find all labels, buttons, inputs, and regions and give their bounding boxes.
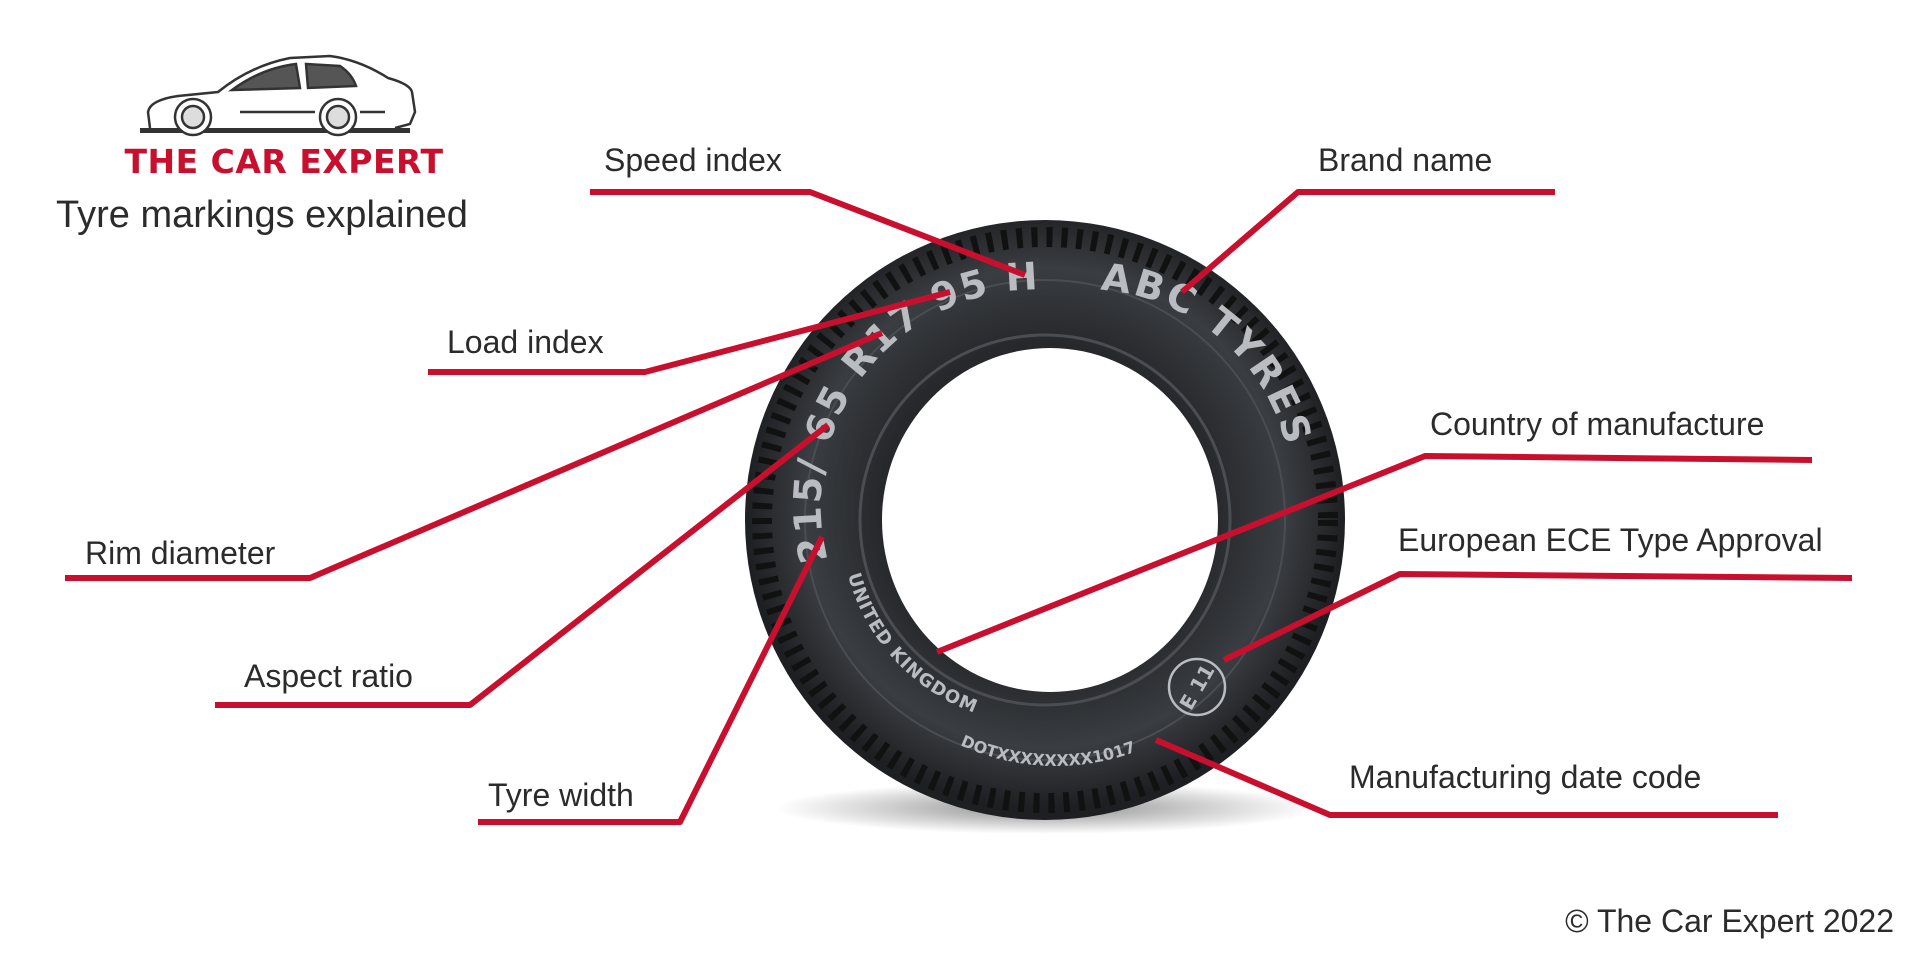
label-rim-diameter: Rim diameter	[85, 535, 276, 571]
page-title: Tyre markings explained	[56, 194, 468, 236]
tyre-illustration: 215/ 65 R17 95 H ABC TYRES UNITED KINGDO…	[745, 220, 1345, 834]
label-aspect-ratio: Aspect ratio	[244, 658, 413, 694]
rim-diameter-line	[65, 330, 884, 581]
label-brand-name: Brand name	[1318, 142, 1493, 178]
tyre-tread	[752, 227, 1338, 813]
tyre-width-line	[478, 535, 825, 825]
car-logo	[140, 54, 417, 137]
approval-mark-circle	[1167, 657, 1227, 717]
label-ece: European ECE Type Approval	[1398, 522, 1823, 558]
leader-lines	[65, 189, 1853, 825]
tyre-hole	[882, 348, 1218, 692]
brand-name-line	[1180, 189, 1555, 295]
ece-line	[1222, 571, 1853, 663]
brand-wordmark: THE CAR EXPERT	[124, 142, 444, 181]
label-country: Country of manufacture	[1430, 406, 1765, 442]
date-code-line	[1154, 737, 1778, 818]
copyright-text: © The Car Expert 2022	[1565, 903, 1894, 939]
speed-index-line	[590, 189, 1027, 278]
label-speed-index: Speed index	[604, 142, 782, 178]
aspect-ratio-line	[215, 422, 830, 708]
label-date-code: Manufacturing date code	[1349, 759, 1702, 795]
label-load-index: Load index	[447, 324, 604, 360]
label-tyre-width: Tyre width	[488, 777, 634, 813]
load-index-line	[428, 289, 951, 375]
tyre-sidewall-ring	[804, 279, 1286, 761]
tyre-bead-ring	[858, 333, 1232, 707]
country-line	[935, 453, 1813, 655]
